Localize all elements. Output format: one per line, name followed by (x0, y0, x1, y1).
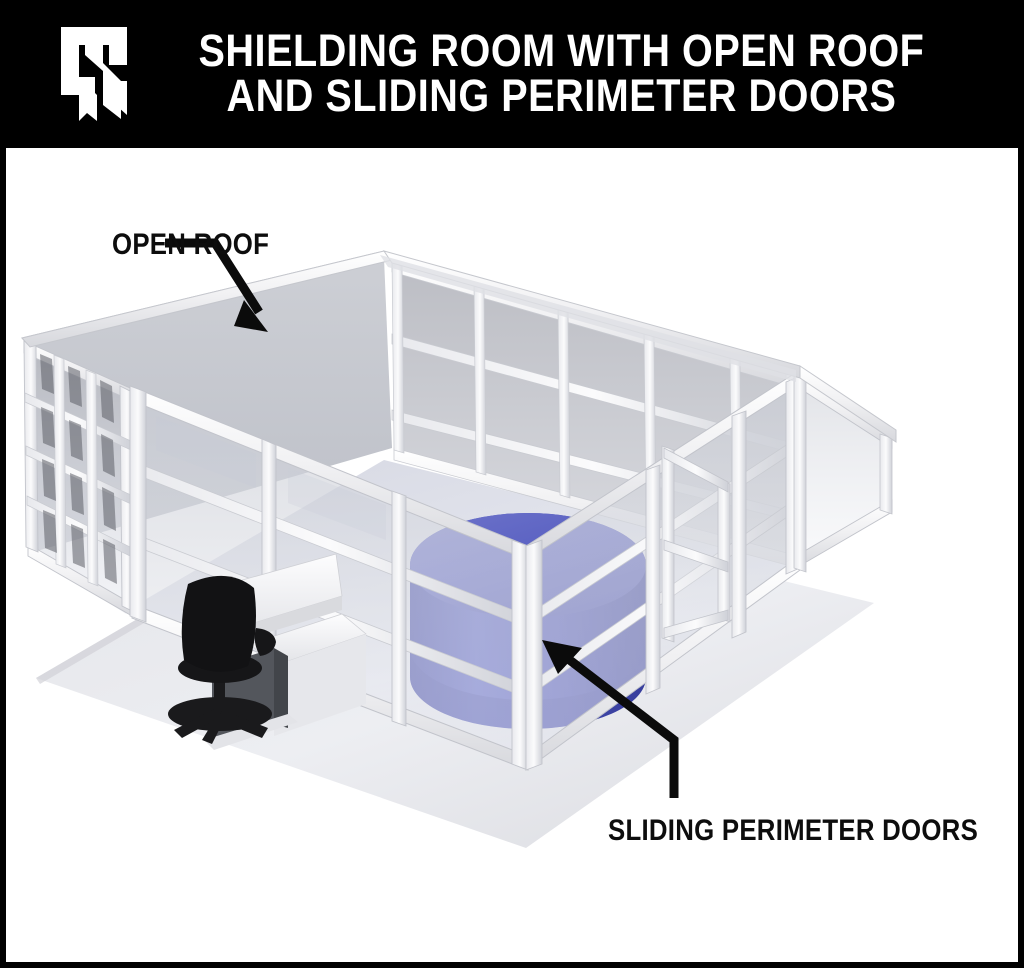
company-logo (57, 25, 131, 123)
chair-casters (174, 708, 268, 744)
header-bar: SHIELDING ROOM WITH OPEN ROOF AND SLIDIN… (0, 0, 1024, 148)
desk-pedestal-side (274, 648, 288, 728)
sliding-doors-arrow (542, 640, 679, 798)
title-line-2: AND SLIDING PERIMETER DOORS (226, 70, 896, 121)
open-roof-beams (21, 250, 897, 443)
callout-label-sliding-doors: SLIDING PERIMETER DOORS (608, 814, 979, 847)
sliding-door-leaves (661, 373, 893, 643)
desk-and-chair (168, 553, 367, 750)
chair-back (181, 575, 256, 672)
title-line-1: SHIELDING ROOM WITH OPEN ROOF (198, 25, 924, 77)
shielding-room-render (21, 238, 897, 848)
left-wall-panels (23, 340, 135, 617)
callout-label-open-roof: OPEN ROOF (112, 228, 270, 261)
chair-column (214, 670, 225, 714)
open-roof-arrow (165, 238, 268, 332)
chair-armrest (254, 628, 276, 656)
illustration-canvas: OPEN ROOF SLIDING PERIMETER DOORS (6, 148, 1018, 962)
desk-wing-front (274, 634, 366, 736)
page-title: SHIELDING ROOM WITH OPEN ROOF AND SLIDIN… (149, 29, 974, 118)
